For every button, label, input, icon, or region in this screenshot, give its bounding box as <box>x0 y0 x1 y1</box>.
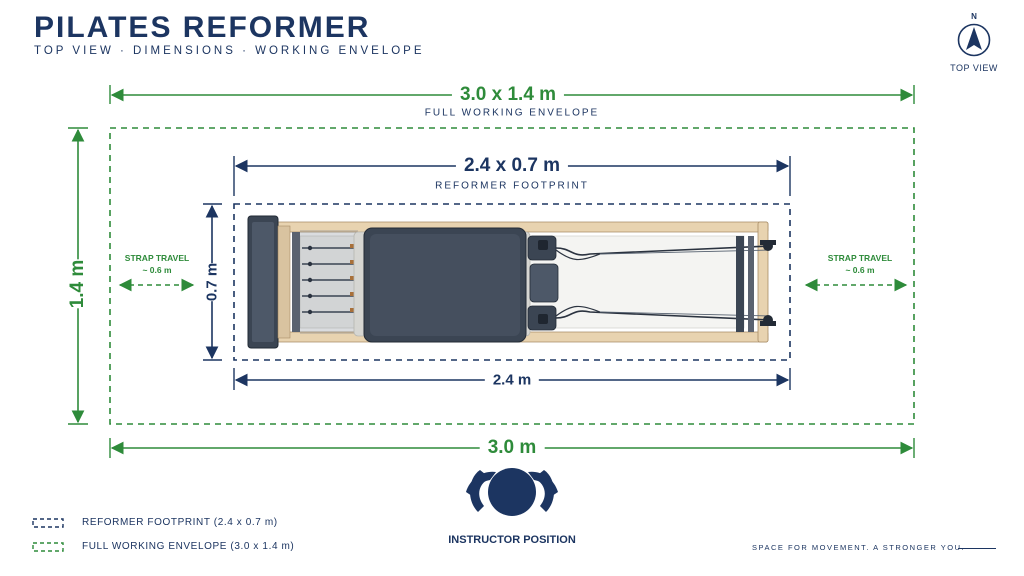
strap-travel-right-title: STRAP TRAVEL <box>827 253 893 263</box>
footprint-caption: REFORMER FOOTPRINT <box>435 180 589 192</box>
envelope-width-label: 3.0 m <box>479 437 545 459</box>
reformer-machine-illustration <box>247 215 776 349</box>
legend-label-envelope: FULL WORKING ENVELOPE (3.0 x 1.4 m) <box>82 541 295 552</box>
legend-swatch-footprint <box>32 518 64 528</box>
strap-travel-left-value: ~ 0.6 m <box>142 265 172 275</box>
compass: N TOP VIEW <box>950 12 998 78</box>
instructor-person-icon <box>466 468 558 516</box>
strap-travel-right-value: ~ 0.6 m <box>845 265 875 275</box>
footprint-dimension-label: 2.4 x 0.7 m <box>455 155 569 177</box>
page-subtitle: TOP VIEW · DIMENSIONS · WORKING ENVELOPE <box>34 45 425 57</box>
compass-view-label: TOP VIEW <box>950 63 998 73</box>
legend-label-footprint: REFORMER FOOTPRINT (2.4 x 0.7 m) <box>82 517 278 528</box>
strap-travel-right-label: STRAP TRAVEL ~ 0.6 m <box>828 252 892 276</box>
instructor-position-label: INSTRUCTOR POSITION <box>448 534 576 546</box>
envelope-height-label: 1.4 m <box>63 259 93 309</box>
envelope-dimension-label: 3.0 x 1.4 m <box>451 84 565 106</box>
footer-rule <box>958 548 996 549</box>
footprint-width-label: 2.4 m <box>484 371 540 389</box>
compass-north-arrow-icon <box>957 23 991 57</box>
page-title: PILATES REFORMER <box>34 11 371 44</box>
envelope-caption: FULL WORKING ENVELOPE <box>424 107 600 119</box>
strap-travel-left-title: STRAP TRAVEL <box>124 253 190 263</box>
reformer-footprint-outline <box>233 203 791 361</box>
strap-travel-left-label: STRAP TRAVEL ~ 0.6 m <box>125 252 189 276</box>
working-envelope-outline <box>109 127 915 425</box>
footprint-height-label: 0.7 m <box>199 262 225 302</box>
legend-swatch-envelope <box>32 542 64 552</box>
footer-tagline: SPACE FOR MOVEMENT. A STRONGER YOU. <box>752 543 966 552</box>
compass-north-label: N <box>971 12 977 21</box>
